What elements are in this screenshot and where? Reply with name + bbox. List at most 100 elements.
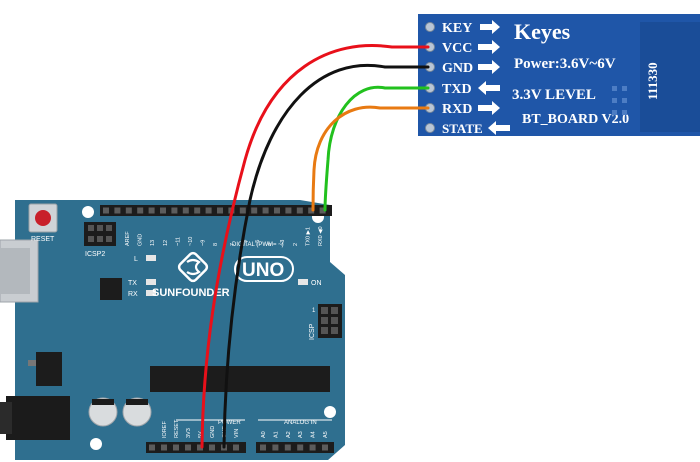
analog-header-pin <box>297 444 304 451</box>
voltage-regulator <box>36 352 62 386</box>
power-header-pin <box>209 444 215 451</box>
header-pin <box>103 207 109 214</box>
bt-label-state: STATE <box>442 121 483 136</box>
power-header-pin <box>197 444 203 451</box>
led-l <box>146 255 156 261</box>
header-pin <box>137 207 144 214</box>
led-on-label: ON <box>311 280 322 287</box>
led-tx <box>146 279 156 285</box>
digital-header <box>100 205 332 216</box>
icsp-label: ICSP <box>309 323 316 340</box>
power-header-pin <box>185 444 191 451</box>
power-header-pin <box>161 444 167 451</box>
digital-pin-label: 13 <box>150 240 156 246</box>
bt-serial: 111330 <box>645 62 660 100</box>
header-pin <box>262 207 269 214</box>
icsp-pin1: 1 <box>312 308 316 314</box>
led-rx-label: RX <box>128 291 138 298</box>
header-pin <box>274 207 280 214</box>
power-header-pin <box>173 444 179 451</box>
digital-pin-label: ~10 <box>188 237 194 246</box>
bt-antenna-area <box>640 22 700 132</box>
header-pin <box>217 207 223 214</box>
icsp2-header <box>84 222 116 246</box>
arrow-left-icon <box>478 81 500 95</box>
digital-pin-label: 2 <box>293 243 299 246</box>
bt-pin-key <box>425 22 435 32</box>
analog-header <box>256 442 334 453</box>
reset-label: RESET <box>31 236 55 243</box>
wires <box>200 44 430 449</box>
arrow-right-icon <box>478 60 500 74</box>
analog-header-pin <box>322 444 328 451</box>
digital-header-holes <box>103 207 326 214</box>
arduino-pcb <box>15 200 345 460</box>
header-pin <box>239 207 246 214</box>
header-pin <box>296 207 303 214</box>
digital-pin-label: ~9 <box>201 240 207 246</box>
bt-arrows <box>478 20 510 135</box>
digital-pin-label: ~5 <box>255 240 261 246</box>
power-pin-label: RESET <box>174 419 180 438</box>
bt-level: 3.3V LEVEL <box>512 87 596 103</box>
bt-label-vcc: VCC <box>442 41 472 56</box>
header-pin <box>160 207 166 214</box>
bt-label-txd: TXD <box>442 82 472 97</box>
header-pin <box>319 207 326 214</box>
header-pin <box>251 207 258 214</box>
digital-pin-label: GND <box>138 234 144 246</box>
header-pin <box>148 207 155 214</box>
digital-pin-label: TX0 ▶1 <box>305 227 311 246</box>
power-pin-label: GND <box>210 426 216 438</box>
icsp-header <box>318 304 342 338</box>
led-l-label: L <box>134 256 138 263</box>
bt-pads <box>612 86 627 115</box>
power-header-pin <box>233 444 239 451</box>
header-pin <box>182 207 189 214</box>
digital-pin-label: ~3 <box>280 240 286 246</box>
analog-header-pin <box>284 444 291 451</box>
header-pin <box>285 207 292 214</box>
led-on <box>298 279 308 285</box>
bt-pin-state <box>425 123 435 133</box>
bt-power: Power:3.6V~6V <box>514 56 616 72</box>
bottom-header-holes <box>149 444 328 451</box>
arrow-right-icon <box>478 101 500 115</box>
header-pin <box>205 207 212 214</box>
header-pin <box>125 207 132 214</box>
analog-header-pin <box>272 444 279 451</box>
header-pin <box>171 207 178 214</box>
power-label: POWER <box>218 420 241 426</box>
bt-label-rxd: RXD <box>442 102 472 117</box>
analog-label: ANALOG IN <box>284 420 317 426</box>
atmega-chip <box>150 366 330 392</box>
digital-pin-label: 4 <box>268 243 274 246</box>
mount-hole <box>324 406 336 418</box>
icsp2-label: ICSP2 <box>85 251 105 258</box>
reset-button-cap[interactable] <box>35 210 51 226</box>
vcc-wire <box>200 44 430 449</box>
arrow-right-icon <box>478 40 500 54</box>
bt-brand: Keyes <box>514 19 571 44</box>
power-header-pin <box>149 444 155 451</box>
analog-pin-label: A1 <box>273 431 279 438</box>
uno-model: UNO <box>242 260 284 281</box>
bt-label-gnd: GND <box>442 61 473 76</box>
rxd-wire <box>311 105 430 212</box>
bt-model: BT_BOARD V2.0 <box>522 112 629 127</box>
analog-pin-label: A4 <box>311 431 317 438</box>
power-header <box>146 442 246 453</box>
header-pin <box>194 207 201 214</box>
uno-badge <box>234 256 294 282</box>
digital-pin-label: ~11 <box>175 237 181 246</box>
power-pin-label: IOREF <box>162 421 168 438</box>
txd-wire <box>323 85 430 212</box>
header-pin <box>114 207 121 214</box>
digital-pin-label: 7 <box>230 243 236 246</box>
gnd-wire <box>222 64 430 449</box>
bluetooth-module: KEY VCC GND TXD RXD STATE Keyes Power:3.… <box>418 14 700 136</box>
